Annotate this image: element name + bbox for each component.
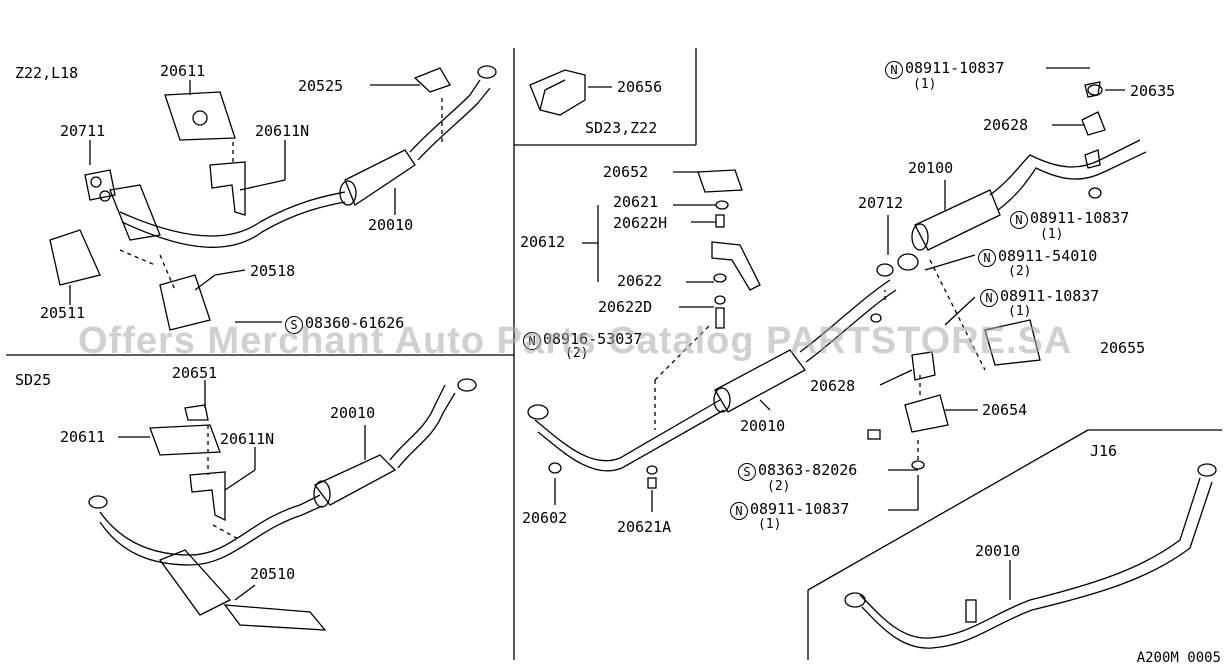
part-label-20611-sd25[interactable]: 20611 — [60, 428, 106, 446]
section-title-z22-l18: Z22,L18 — [15, 64, 79, 82]
part-label-20712[interactable]: 20712 — [858, 194, 904, 212]
quantity-label: (1) — [1008, 304, 1032, 319]
quantity-label: (1) — [758, 517, 782, 532]
quantity-label: (2) — [1008, 264, 1032, 279]
part-label-20651[interactable]: 20651 — [172, 364, 218, 382]
pipe-middle — [527, 279, 897, 512]
quantity-label: (2) — [565, 346, 589, 361]
section-title-sd23-z22: SD23,Z22 — [585, 119, 658, 137]
nut-symbol-icon: N — [730, 502, 748, 520]
nut-symbol-icon: N — [978, 249, 996, 267]
part-label-20100[interactable]: 20100 — [908, 159, 954, 177]
nut-symbol-icon: N — [980, 289, 998, 307]
leader-lines-sd25 — [118, 380, 366, 601]
part-label-20525[interactable]: 20525 — [298, 77, 344, 95]
part-label-20510[interactable]: 20510 — [250, 565, 296, 583]
part-label-20628[interactable]: 20628 — [983, 116, 1029, 134]
part-label-20621a[interactable]: 20621A — [617, 518, 672, 536]
part-number-text: 08363-82026 — [758, 461, 858, 479]
screw-symbol-icon: S — [738, 463, 756, 481]
part-label-20511[interactable]: 20511 — [40, 304, 86, 322]
section-title-sd25: SD25 — [15, 371, 52, 389]
part-number-text: 08916-53037 — [543, 330, 643, 348]
hanger-parts — [582, 169, 761, 329]
part-label-20611[interactable]: 20611 — [160, 62, 206, 80]
part-label-20611n[interactable]: 20611N — [255, 122, 310, 140]
catalyst-tail — [867, 81, 1147, 470]
watermark: Offers Merchant Auto Parts Catalog PARTS… — [78, 320, 1073, 362]
quantity-label: (1) — [1040, 227, 1064, 242]
part-label-20656[interactable]: 20656 — [617, 78, 663, 96]
part-number-text: 08911-10837 — [1000, 287, 1100, 305]
quantity-label: (2) — [767, 479, 791, 494]
panel-dividers — [6, 48, 1222, 660]
part-label-20010-sd25[interactable]: 20010 — [330, 404, 376, 422]
part-label-20654[interactable]: 20654 — [982, 401, 1028, 419]
pipe-j16 — [844, 463, 1217, 649]
leader-lines-z22 — [69, 80, 420, 323]
nut-symbol-icon: N — [1010, 211, 1028, 229]
part-number-text: 08911-10837 — [905, 59, 1005, 77]
part-number-text: 08360-61626 — [305, 314, 405, 332]
pipe-z22 — [49, 65, 497, 331]
part-label-20652[interactable]: 20652 — [603, 163, 649, 181]
part-label-20518[interactable]: 20518 — [250, 262, 296, 280]
part-number-text: 08911-10837 — [1030, 209, 1130, 227]
part-number-text: 08911-54010 — [998, 247, 1098, 265]
part-label-20612[interactable]: 20612 — [520, 233, 566, 251]
section-title-j16: J16 — [1090, 442, 1118, 460]
part-label-20655[interactable]: 20655 — [1100, 339, 1146, 357]
leader-lines-right — [879, 67, 1125, 511]
quantity-label: (1) — [913, 77, 937, 92]
screw-symbol-icon: S — [285, 316, 303, 334]
part-label-20010-mid[interactable]: 20010 — [740, 417, 786, 435]
part-label-20711[interactable]: 20711 — [60, 122, 106, 140]
part-label-20622h[interactable]: 20622H — [613, 214, 668, 232]
part-label-20611n-sd25[interactable]: 20611N — [220, 430, 275, 448]
bracket-20656 — [529, 69, 612, 116]
part-label-20602[interactable]: 20602 — [522, 509, 568, 527]
part-label-20622d[interactable]: 20622D — [598, 298, 653, 316]
nut-symbol-icon: N — [885, 61, 903, 79]
diagram-code: A200M 0005 — [1136, 650, 1221, 666]
part-label-20635[interactable]: 20635 — [1130, 82, 1176, 100]
part-label-20622[interactable]: 20622 — [617, 272, 663, 290]
pipe-sd25 — [88, 378, 477, 631]
part-label-20621[interactable]: 20621 — [613, 193, 659, 211]
nut-symbol-icon: N — [523, 332, 541, 350]
part-label-20010[interactable]: 20010 — [368, 216, 414, 234]
part-number-text: 08911-10837 — [750, 500, 850, 518]
part-label-20010-j16[interactable]: 20010 — [975, 542, 1021, 560]
part-label-20628-b[interactable]: 20628 — [810, 377, 856, 395]
